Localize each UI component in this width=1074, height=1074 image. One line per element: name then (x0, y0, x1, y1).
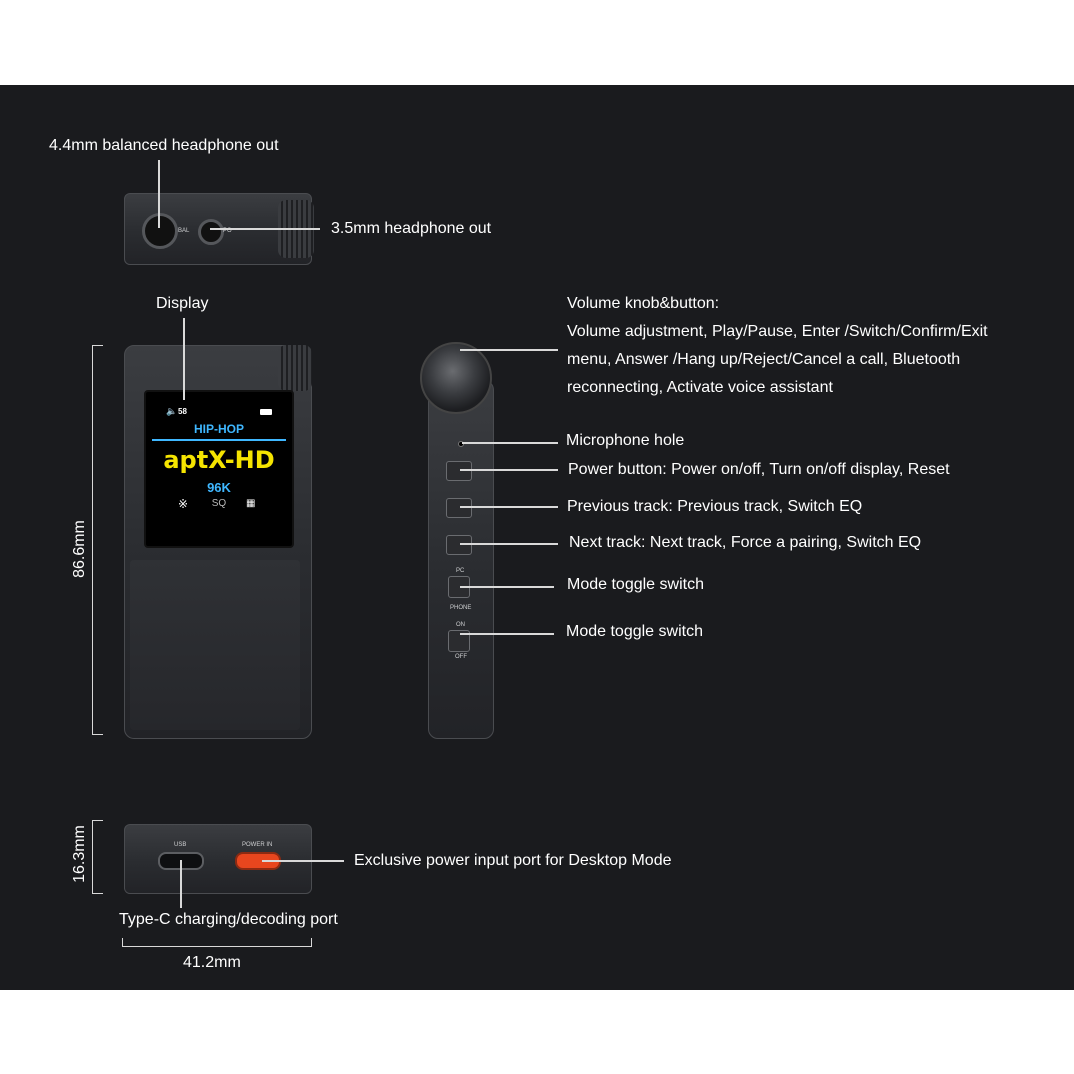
phone-mark: PHONE (450, 605, 472, 611)
thickness-dimension-bracket (92, 820, 103, 894)
mic-hole-icon (458, 441, 464, 447)
on-mark: ON (456, 622, 465, 628)
balanced-out-leader (158, 160, 160, 228)
side-volume-knob-icon (420, 342, 492, 414)
power-in-mark: POWER IN (242, 842, 273, 848)
codec-text: aptX-HD (163, 446, 275, 474)
prev-leader (460, 506, 558, 508)
balanced-jack-icon (142, 213, 178, 249)
display-screen: 🔈 58 HIP-HOP aptX-HD 96K ※ SQ ▦ (144, 390, 294, 548)
mic-leader (462, 442, 558, 444)
next-leader (460, 543, 558, 545)
next-track-button[interactable] (446, 535, 472, 555)
power-button[interactable] (446, 461, 472, 481)
mode2-label: Mode toggle switch (566, 623, 703, 640)
front-lower-panel (130, 560, 300, 730)
power-input-leader (262, 860, 344, 862)
mode1-label: Mode toggle switch (567, 576, 704, 593)
width-dimension-label: 41.2mm (183, 954, 241, 971)
typec-label: Type-C charging/decoding port (119, 911, 338, 928)
headphone-jack-icon (198, 219, 224, 245)
balanced-out-label: 4.4mm balanced headphone out (49, 137, 279, 154)
pc-mark: PC (456, 568, 465, 574)
on-off-switch[interactable] (448, 630, 470, 652)
mic-label: Microphone hole (566, 432, 685, 449)
volume-desc-line-2: menu, Answer /Hang up/Reject/Cancel a ca… (567, 351, 961, 368)
power-input-label: Exclusive power input port for Desktop M… (354, 852, 672, 869)
signal-icon: ▦ (246, 498, 256, 509)
quality-text: SQ (211, 498, 227, 509)
volume-knob-leader (460, 349, 558, 351)
width-dimension-bracket (122, 938, 312, 947)
off-mark: OFF (455, 654, 467, 660)
power-label: Power button: Power on/off, Turn on/off … (568, 461, 950, 478)
prev-label: Previous track: Previous track, Switch E… (567, 498, 863, 515)
volume-title: Volume knob&button: (567, 295, 720, 312)
bluetooth-icon: ※ (178, 497, 189, 511)
thickness-dimension-label: 16.3mm (71, 825, 88, 883)
equalizer-bar (152, 439, 286, 441)
typec-leader (180, 860, 182, 908)
device-side-view (428, 380, 494, 739)
volume-icon: 🔈 (166, 406, 178, 416)
height-dimension-bracket (92, 345, 103, 735)
device-bottom-view (124, 824, 312, 894)
mode1-leader (460, 586, 554, 588)
mode2-leader (460, 633, 554, 635)
headphone-out-leader (210, 228, 320, 230)
po-mark: PO (223, 228, 232, 234)
volume-desc-line-1: Volume adjustment, Play/Pause, Enter /Sw… (567, 323, 988, 340)
power-leader (460, 469, 558, 471)
usb-mark: USB (174, 842, 187, 848)
battery-icon (260, 409, 272, 415)
height-dimension-label: 86.6mm (71, 520, 88, 578)
front-knob-icon (278, 345, 312, 391)
previous-track-button[interactable] (446, 498, 472, 518)
volume-desc-line-3: reconnecting, Activate voice assistant (567, 379, 833, 396)
genre-text: HIP-HOP (193, 422, 244, 436)
headphone-out-label: 3.5mm headphone out (331, 220, 492, 237)
display-leader (183, 318, 185, 400)
rate-text: 96K (207, 480, 231, 495)
volume-level: 58 (178, 407, 187, 416)
display-label: Display (156, 295, 209, 312)
bal-mark: BAL (178, 228, 190, 234)
volume-knob-description: Volume knob&button: Volume adjustment, P… (567, 290, 989, 402)
next-label: Next track: Next track, Force a pairing,… (569, 534, 922, 551)
